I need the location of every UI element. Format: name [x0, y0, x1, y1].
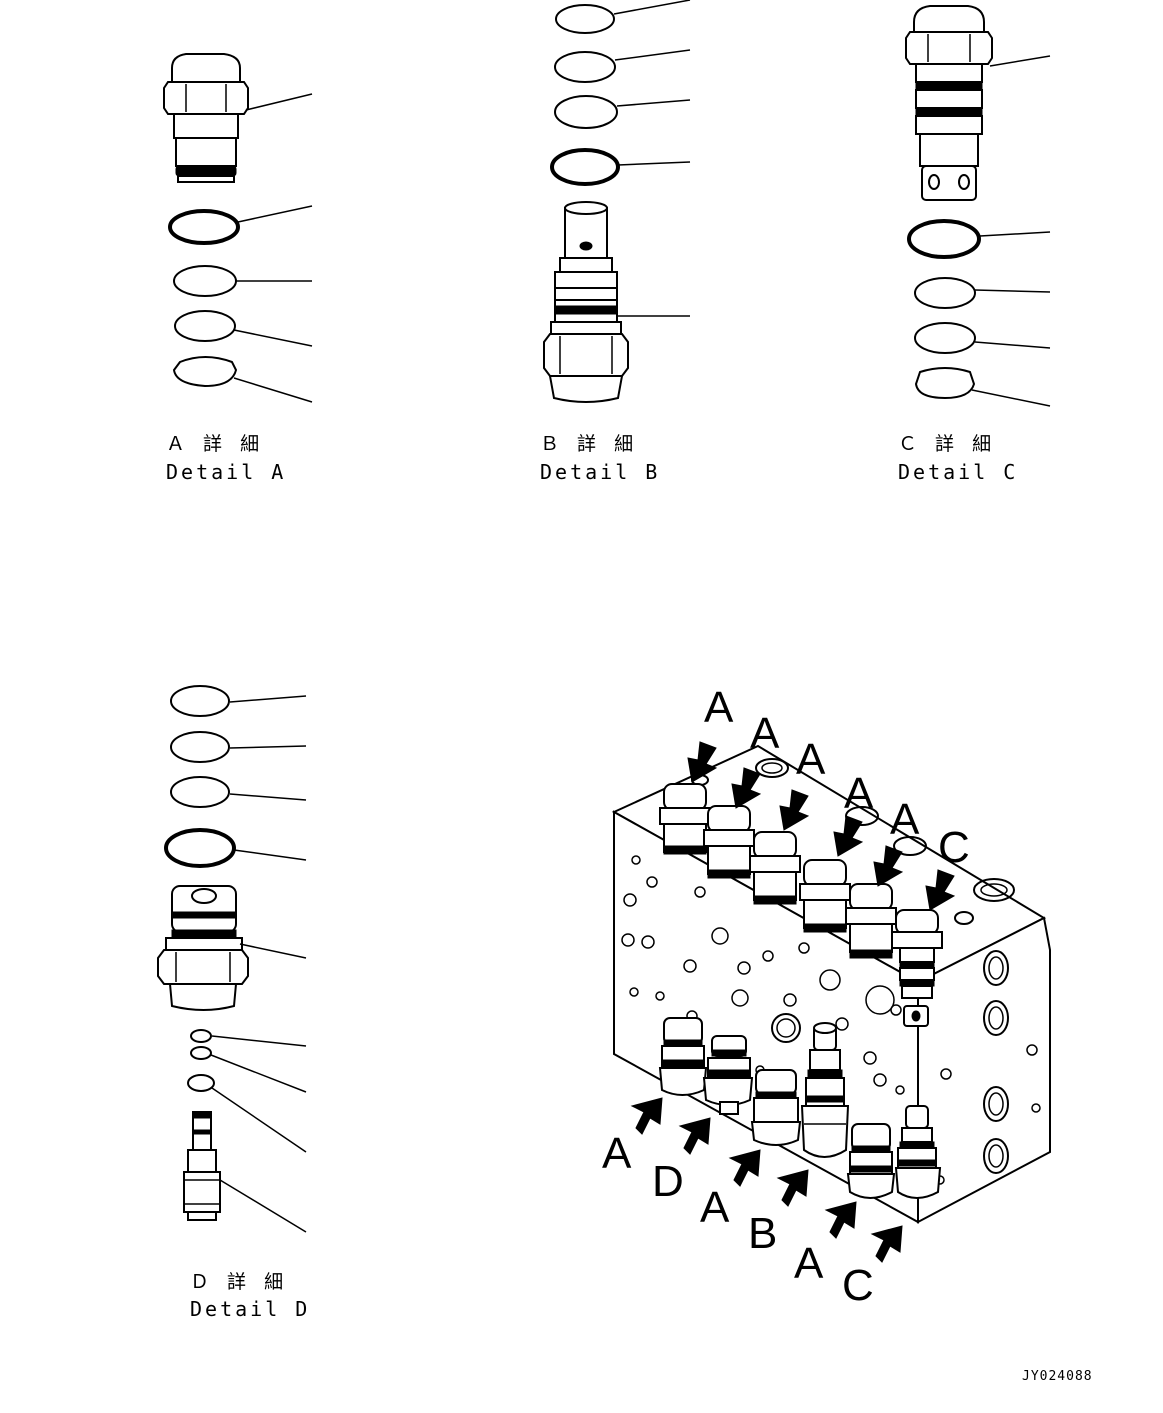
detail-a-oring-3: [174, 310, 236, 342]
assembly-label-bottom-6: C: [842, 1261, 874, 1310]
detail-d-oring-2: [170, 731, 230, 763]
assembly-label-top-2: A: [750, 709, 780, 758]
arrow-up-icon: [824, 1201, 857, 1239]
arrow-up-icon: [776, 1169, 809, 1207]
detail-b-oring-4: [550, 148, 620, 186]
arrow-down-icon: [687, 741, 718, 783]
detail-a-backup-ring: [172, 356, 238, 388]
bottom-valve-row: [658, 1017, 942, 1199]
detail-d-oring-1: [170, 685, 230, 717]
arrow-down-icon: [731, 767, 762, 809]
arrow-up-icon: [728, 1149, 761, 1187]
arrow-up-icon: [678, 1117, 711, 1155]
assembly-label-bottom-5: A: [794, 1239, 824, 1288]
detail-d-small-ring-2: [190, 1046, 212, 1060]
detail-c-oring-3: [914, 322, 976, 354]
detail-c-valve: [905, 5, 993, 201]
bottom-valve-c: [894, 1105, 942, 1199]
detail-b-valve: [543, 201, 629, 403]
front-face-ports: [621, 855, 905, 1095]
detail-d-small-ring-1: [190, 1029, 212, 1043]
detail-b-oring-3: [554, 95, 618, 129]
detail-b-group: Ｂ 詳 細 Detail B: [540, 0, 691, 484]
detail-a-oring-1: [168, 209, 240, 245]
detail-a-caption-jp: Ａ 詳 細: [166, 433, 265, 455]
top-valve-a-3: [749, 831, 801, 905]
detail-d-oring-3: [170, 776, 230, 808]
detail-c-caption-en: Detail C: [898, 460, 1018, 484]
top-valve-c: [891, 909, 943, 1027]
bottom-valve-a-3: [846, 1123, 896, 1199]
arrow-down-icon: [925, 869, 956, 911]
assembly-label-top-1: A: [704, 683, 734, 732]
detail-d-cartridge: [183, 1111, 221, 1221]
detail-b-caption-en: Detail B: [540, 460, 660, 484]
bottom-arrows: [630, 1097, 903, 1263]
top-face-ports: [691, 758, 1015, 925]
assembly-label-top-5: A: [890, 795, 920, 844]
control-valve-assembly: A A A A A C A D A B A C: [602, 683, 1051, 1310]
detail-a-group: Ａ 詳 細 Detail A: [163, 53, 313, 484]
top-valve-row: [659, 783, 943, 1027]
detail-d-small-ring-3: [187, 1074, 215, 1092]
detail-d-caption-jp: Ｄ 詳 細: [190, 1271, 289, 1293]
detail-b-oring-1: [555, 4, 615, 34]
bottom-valve-a-2: [750, 1069, 802, 1146]
detail-c-oring-2: [914, 277, 976, 309]
arrow-down-icon: [779, 789, 810, 831]
top-valve-a-1: [659, 783, 711, 855]
detail-d-oring-4: [164, 828, 236, 868]
assembly-label-top-3: A: [796, 735, 826, 784]
detail-a-plug: [163, 53, 249, 183]
bottom-valve-b: [800, 1022, 850, 1158]
detail-d-group: Ｄ 詳 細 Detail D: [157, 685, 310, 1321]
top-valve-a-5: [845, 883, 897, 959]
arrow-up-icon: [870, 1225, 903, 1263]
arrow-up-icon: [630, 1097, 663, 1135]
detail-a-caption-en: Detail A: [166, 460, 286, 484]
detail-c-oring-1: [907, 219, 981, 259]
arrow-down-icon: [833, 815, 864, 857]
top-arrows: [687, 741, 956, 911]
drawing-code: JY024088: [1022, 1369, 1093, 1384]
assembly-label-bottom-4: B: [748, 1209, 777, 1258]
detail-d-valve: [157, 885, 249, 1011]
detail-d-caption-en: Detail D: [190, 1297, 310, 1321]
detail-b-oring-2: [554, 51, 616, 83]
detail-a-oring-2: [173, 265, 237, 297]
bottom-valve-a-1: [658, 1017, 708, 1096]
arrow-down-icon: [873, 845, 904, 887]
assembly-label-bottom-2: D: [652, 1157, 684, 1206]
bottom-valve-d: [702, 1035, 754, 1115]
assembly-label-top-6: C: [938, 823, 970, 872]
detail-c-backup-ring: [914, 367, 976, 400]
assembly-label-bottom-1: A: [602, 1129, 632, 1178]
detail-b-caption-jp: Ｂ 詳 細: [540, 433, 639, 455]
assembly-label-bottom-3: A: [700, 1183, 730, 1232]
top-valve-a-4: [799, 859, 851, 933]
detail-c-group: Ｃ 詳 細 Detail C: [898, 5, 1051, 484]
side-face-ports: [935, 950, 1041, 1185]
top-valve-a-2: [703, 805, 755, 879]
detail-c-caption-jp: Ｃ 詳 細: [898, 433, 997, 455]
assembly-label-top-4: A: [844, 769, 874, 818]
